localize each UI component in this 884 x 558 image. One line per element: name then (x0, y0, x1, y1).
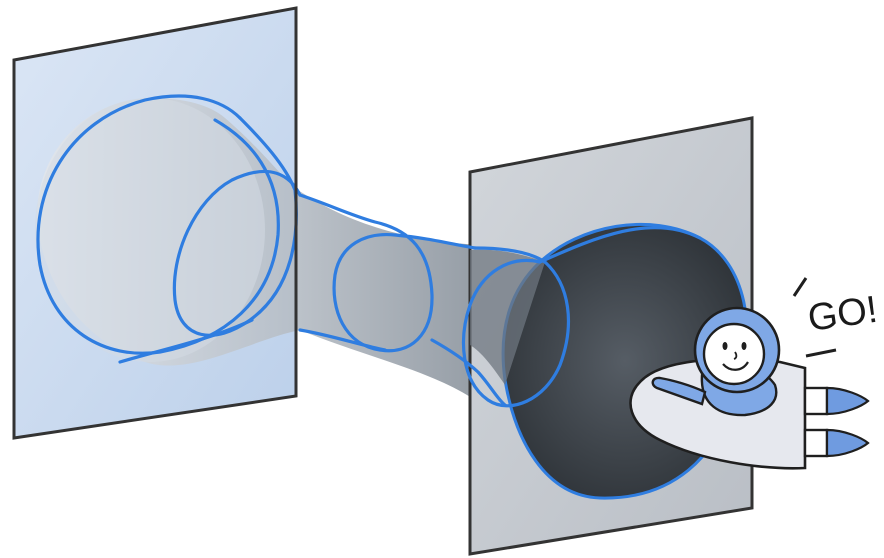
action-line (806, 350, 836, 356)
go-exclamation: GO! (805, 289, 880, 340)
rocket-nozzle-bottom (805, 430, 827, 456)
flame-icon (827, 388, 868, 414)
rocket-nozzle-top (805, 388, 827, 414)
right-eye (742, 342, 747, 350)
action-line (794, 278, 806, 296)
face (704, 324, 764, 384)
left-eye (723, 342, 728, 350)
flame-icon (827, 430, 868, 456)
